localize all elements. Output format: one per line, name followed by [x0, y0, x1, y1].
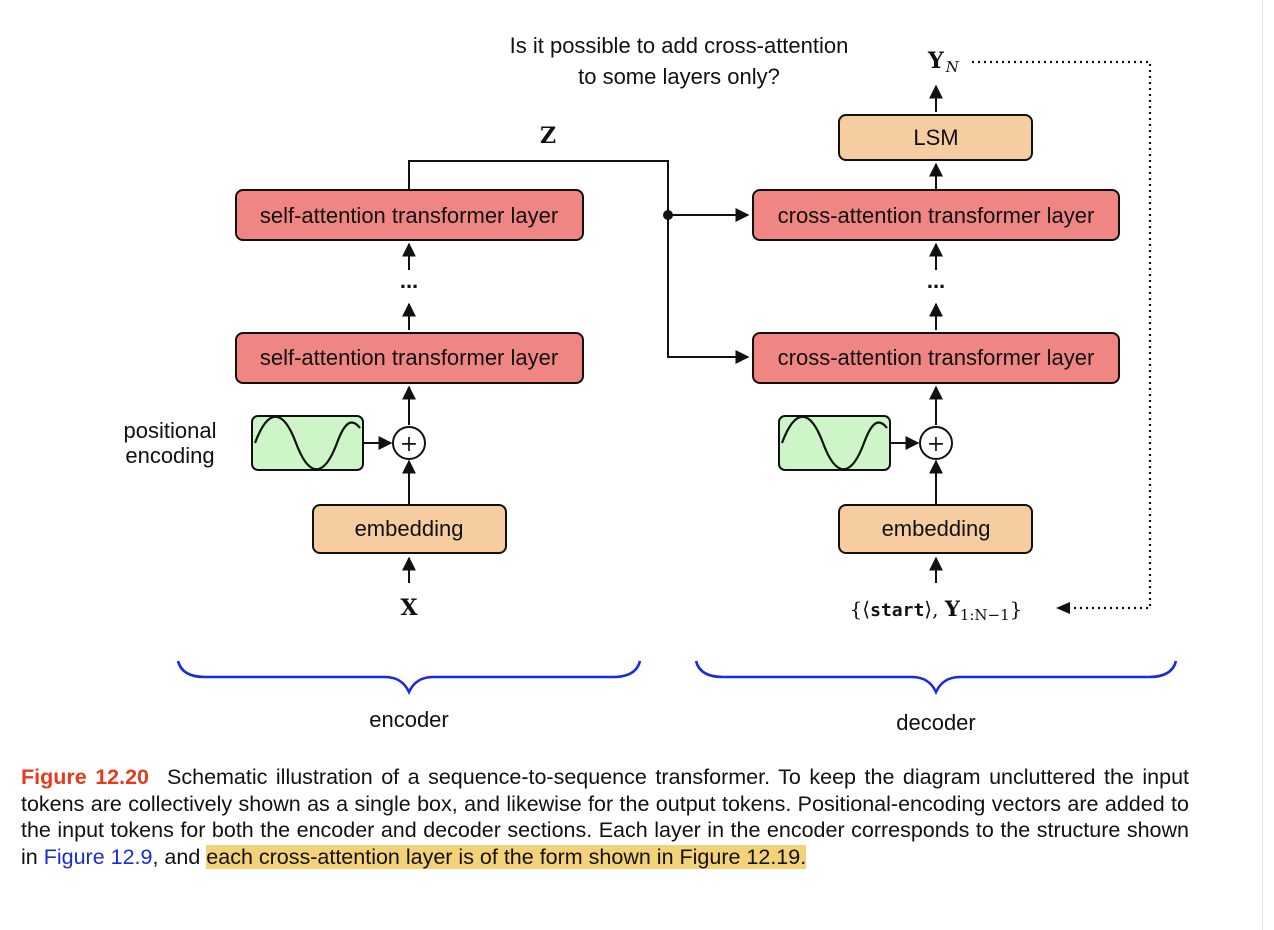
positional-label-line-1: positional	[124, 418, 217, 443]
lsm-box	[838, 114, 1033, 161]
decoder-ellipsis: ...	[927, 268, 945, 293]
encoder-brace-label: encoder	[369, 707, 449, 732]
decoder-brace-label: decoder	[896, 710, 976, 735]
decoder-input-label: {⟨start⟩, Y1:N−1}	[850, 596, 1023, 624]
figure-12-9-link[interactable]: Figure 12.9	[43, 844, 153, 869]
lsm-label: LSM	[913, 125, 958, 150]
question-line-1: Is it possible to add cross-attention	[510, 33, 849, 58]
transformer-diagram: Is it possible to add cross-attention to…	[124, 33, 1178, 735]
encoder-bottom-layer-label: self-attention transformer layer	[260, 345, 558, 370]
encoder-brace	[176, 660, 642, 696]
encoder-plus-symbol: +	[400, 432, 418, 457]
feedback-arrowhead	[1056, 602, 1070, 614]
encoder-ellipsis: ...	[400, 268, 418, 293]
encoder-plus-circle	[392, 426, 426, 460]
figure-label: Figure 12.20	[21, 765, 150, 789]
z-label: Z	[540, 123, 556, 149]
decoder-brace	[694, 660, 1178, 696]
z-junction-dot	[663, 210, 673, 220]
encoder-input-label: X	[400, 595, 418, 621]
question-line-2: to some layers only?	[578, 64, 780, 89]
caption-text-1: Schematic illustration of a sequence-to-…	[21, 765, 1189, 869]
encoder-sine-wave-icon	[253, 415, 361, 471]
encoder-top-layer-label: self-attention transformer layer	[260, 203, 558, 228]
positional-label-line-2: encoding	[125, 443, 214, 468]
decoder-bottom-layer-box	[752, 332, 1120, 384]
z-connector	[408, 160, 750, 364]
caption-text-2: , and	[152, 844, 207, 869]
encoder-embedding-box	[312, 504, 507, 554]
encoder-embedding-label: embedding	[355, 516, 464, 541]
decoder-bottom-layer-label: cross-attention transformer layer	[778, 345, 1095, 370]
page-edge-divider	[1262, 0, 1263, 930]
decoder-plus-symbol: +	[927, 432, 945, 457]
decoder-top-layer-box	[752, 189, 1120, 241]
decoder-embedding-label: embedding	[882, 516, 991, 541]
feedback-dotted-line	[972, 60, 1152, 610]
decoder-plus-circle	[919, 426, 953, 460]
decoder-embedding-box	[838, 504, 1033, 554]
decoder-sine-wave-icon	[780, 415, 888, 471]
decoder-top-layer-label: cross-attention transformer layer	[778, 203, 1095, 228]
encoder-bottom-layer-box	[235, 332, 584, 384]
caption-highlight: each cross-attention layer is of the for…	[206, 844, 807, 869]
